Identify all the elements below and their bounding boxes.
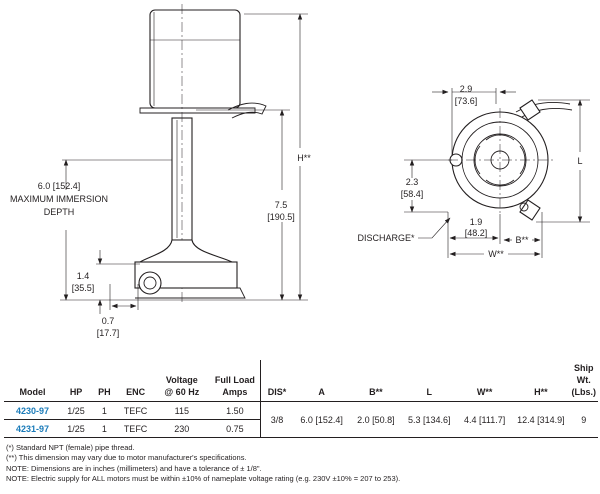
- table-cell: 1: [91, 401, 118, 420]
- footnote: NOTE: Dimensions are in inches (millimet…: [6, 463, 262, 473]
- side-dimension-lines: [60, 13, 308, 314]
- table-cell: 1.50: [209, 401, 261, 420]
- column-header: W**: [457, 360, 513, 402]
- column-header: A: [293, 360, 351, 402]
- dim-l-label: L: [577, 156, 582, 166]
- column-header: DIS*: [259, 360, 294, 402]
- dim-7-5-label: [190.5]: [267, 212, 295, 222]
- table-cell: 1/25: [60, 401, 92, 420]
- table-cell: 2.0 [50.8]: [350, 401, 402, 438]
- pump-plan-view: [448, 99, 573, 221]
- dim-2-9-label: 2.9: [460, 84, 473, 94]
- dim-1-9-label: 1.9: [470, 217, 483, 227]
- table-cell: 9: [569, 401, 598, 438]
- column-header: L: [401, 360, 458, 402]
- dim-b-label: B**: [515, 235, 529, 245]
- motor-body: [149, 9, 241, 109]
- immersion-dim-label: DEPTH: [44, 207, 75, 217]
- column-header: Voltage @ 60 Hz: [153, 360, 210, 402]
- pump-base: [138, 239, 233, 263]
- pump-side-view: [134, 4, 267, 302]
- immersion-dim-label: MAXIMUM IMMERSION: [10, 194, 108, 204]
- column-header: H**: [512, 360, 570, 402]
- dim-0-7-label: 0.7: [102, 316, 115, 326]
- specifications-table: Model HP PH ENC Voltage @ 60 Hz Full Loa…: [4, 360, 598, 438]
- column-header: ENC: [117, 360, 154, 402]
- column-header: Full Load Amps: [209, 360, 261, 402]
- table-row: 4230-97 1/25 1 TEFC 115 1.50 3/8 6.0 [15…: [4, 401, 598, 438]
- footnote: (**) This dimension may vary due to moto…: [6, 453, 247, 463]
- footnote: (*) Standard NPT (female) pipe thread.: [6, 443, 135, 452]
- table-cell: 1/25: [60, 419, 92, 438]
- dim-w-label: W**: [488, 249, 504, 259]
- table-cell: 3/8: [259, 401, 294, 438]
- dim-h-label: H**: [297, 153, 311, 163]
- column-header: PH: [91, 360, 118, 402]
- column-header: Ship Wt. (Lbs.): [569, 360, 598, 402]
- inlet-fitting: [138, 271, 162, 295]
- model-link[interactable]: 4230-97: [4, 401, 61, 420]
- dimension-drawing: 6.0 [152.4] MAXIMUM IMMERSION DEPTH 7.5 …: [10, 4, 590, 338]
- table-cell: 1: [91, 419, 118, 438]
- dim-2-3-label: 2.3: [406, 177, 419, 187]
- table-cell: 230: [153, 419, 210, 438]
- column-header: B**: [350, 360, 402, 402]
- discharge-label: DISCHARGE*: [357, 233, 415, 243]
- table-cell: TEFC: [117, 401, 154, 420]
- table-row: 4231-97 1/25 1 TEFC 230 0.75: [4, 419, 598, 438]
- table-cell: 6.0 [152.4]: [293, 401, 351, 438]
- dim-1-4-label: [35.5]: [72, 283, 95, 293]
- dim-7-5-label: 7.5: [275, 200, 288, 210]
- model-link[interactable]: 4231-97: [4, 419, 61, 438]
- dim-2-3-label: [58.4]: [401, 189, 424, 199]
- table-cell: 5.3 [134.6]: [401, 401, 458, 438]
- table-cell: TEFC: [117, 419, 154, 438]
- footnote: NOTE: Electric supply for ALL motors mus…: [6, 473, 401, 483]
- table-cell: 12.4 [314.9]: [512, 401, 570, 438]
- table-cell: 115: [153, 401, 210, 420]
- table-cell: 0.75: [209, 419, 261, 438]
- dim-1-9-label: [48.2]: [465, 228, 488, 238]
- column-header: Model: [4, 360, 61, 402]
- table-header-row: Model HP PH ENC Voltage @ 60 Hz Full Loa…: [4, 360, 598, 402]
- power-cord: [515, 101, 571, 113]
- plan-dimension-lines: [404, 88, 590, 258]
- dim-0-7-label: [17.7]: [97, 328, 120, 338]
- immersion-dim-label: 6.0 [152.4]: [38, 181, 81, 191]
- table-cell: 4.4 [111.7]: [457, 401, 513, 438]
- column-header: HP: [60, 360, 92, 402]
- footnotes: (*) Standard NPT (female) pipe thread. (…: [6, 443, 596, 484]
- dim-1-4-label: 1.4: [77, 271, 90, 281]
- dim-2-9-label: [73.6]: [455, 96, 478, 106]
